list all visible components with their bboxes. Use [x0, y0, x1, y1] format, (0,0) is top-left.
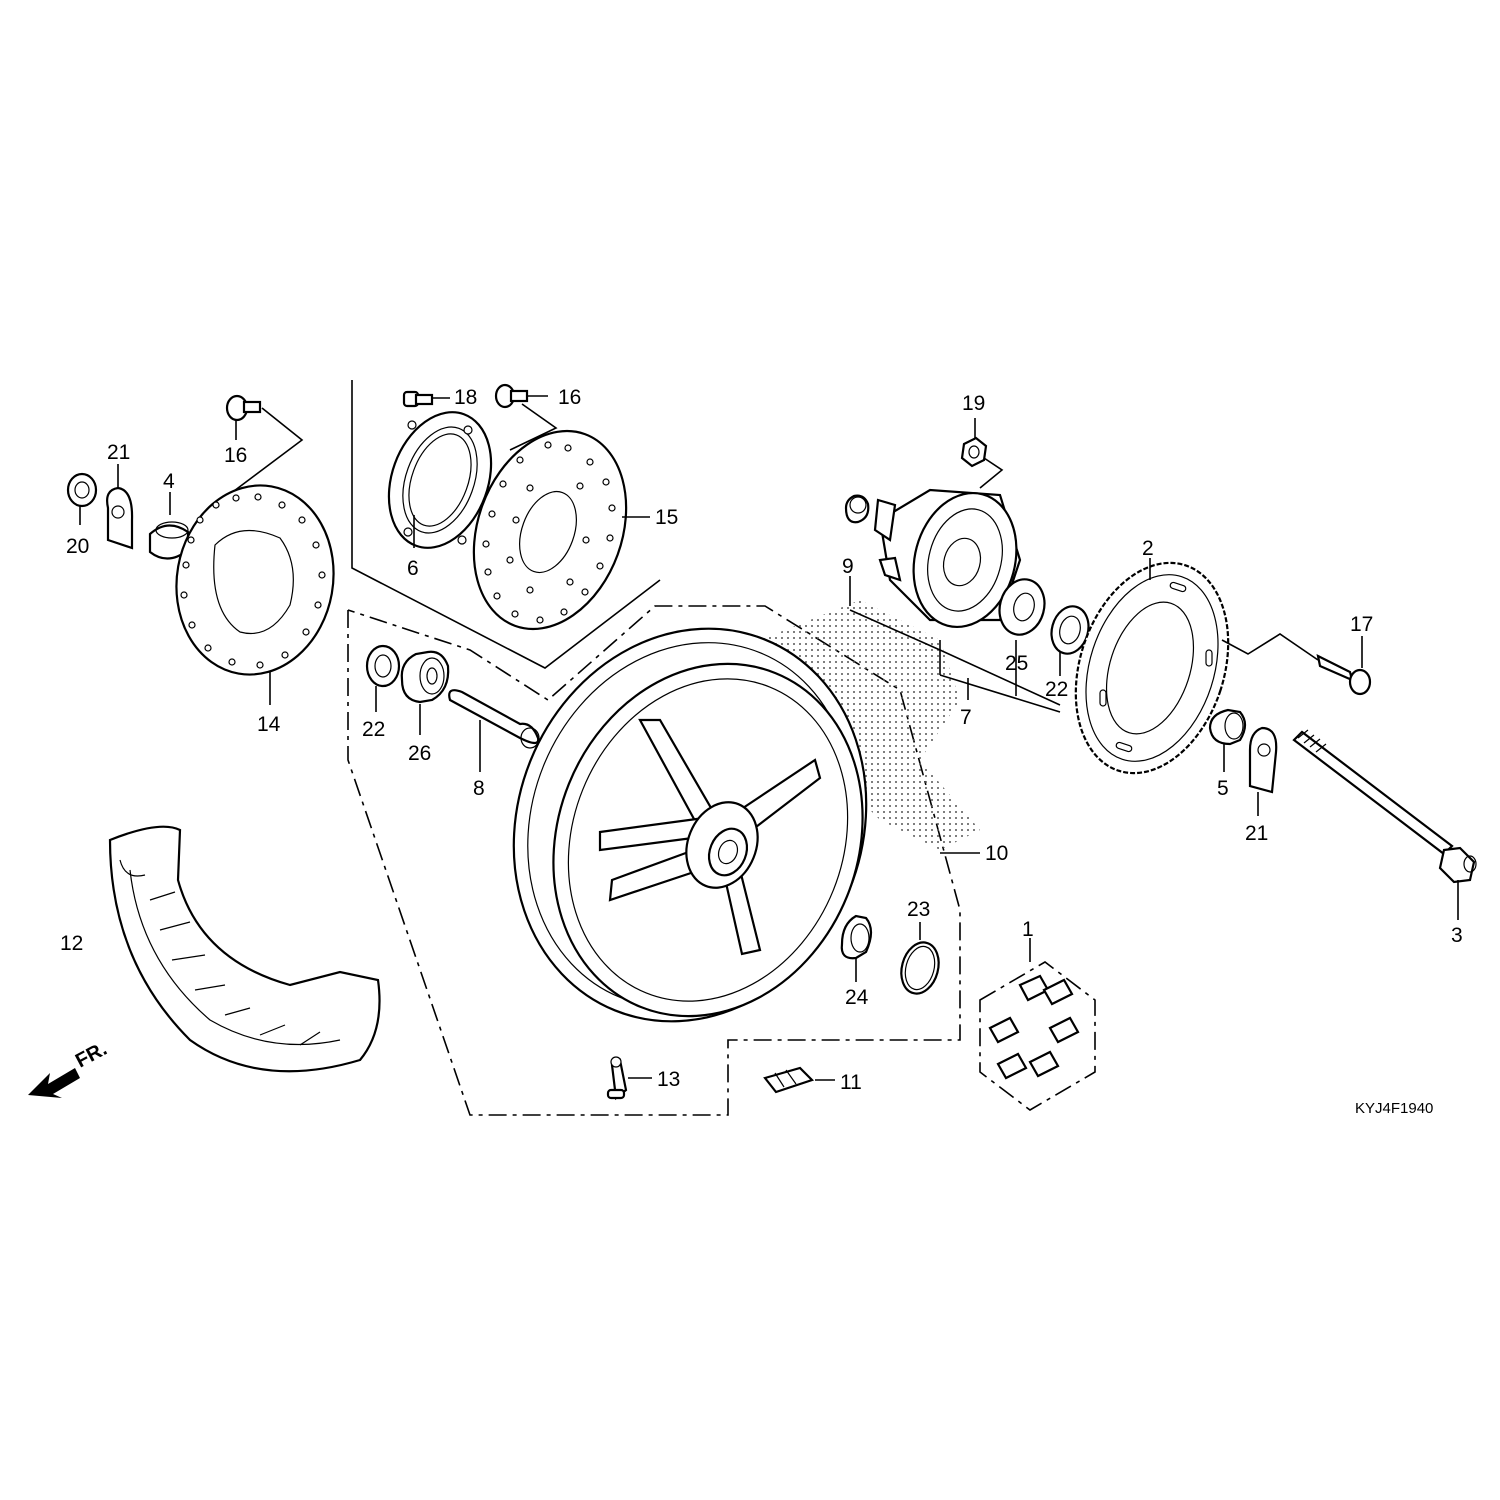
callout-3: 3 [1451, 924, 1463, 947]
bolt-part-18[interactable] [402, 390, 450, 408]
callout-9: 9 [842, 555, 854, 578]
hub-shading [760, 600, 980, 850]
callout-26: 26 [408, 742, 431, 765]
distance-collar-part-8[interactable] [448, 689, 540, 772]
callout-24: 24 [845, 986, 869, 1009]
balance-weight-part-11[interactable] [763, 1066, 835, 1094]
o-ring-part-23[interactable] [896, 922, 944, 998]
driven-flange-part-7[interactable] [849, 481, 1061, 713]
collar-part-24[interactable] [840, 914, 873, 982]
callout-19: 19 [962, 392, 985, 415]
collar-part-9[interactable] [844, 494, 870, 606]
callout-22-left: 22 [362, 718, 385, 741]
callout-25: 25 [1005, 652, 1028, 675]
dust-seal-part-22-right[interactable] [1046, 602, 1093, 676]
bolt-part-16-right[interactable] [494, 383, 558, 451]
bolt-part-17[interactable] [1316, 636, 1372, 696]
wheel-spokes [598, 718, 822, 956]
callout-21-right: 21 [1245, 822, 1268, 845]
callout-21-left: 21 [107, 441, 130, 464]
wheel-hub [685, 801, 759, 889]
damper-rubber-set-part-1[interactable] [979, 938, 1096, 1111]
rear-wheel-part-10[interactable] [456, 575, 980, 1075]
brake-disc-part-14[interactable] [162, 473, 349, 705]
callout-10: 10 [985, 842, 1008, 865]
bearing-part-25[interactable] [994, 574, 1051, 696]
callout-2: 2 [1142, 537, 1154, 560]
collar-part-4[interactable] [148, 492, 190, 560]
brake-disc-part-15[interactable] [447, 410, 652, 651]
disc-14-vent-holes [180, 493, 326, 669]
callout-8: 8 [473, 777, 485, 800]
sprocket-part-2[interactable] [1050, 543, 1319, 793]
callout-22-right: 22 [1045, 678, 1068, 701]
nut-part-19[interactable] [960, 418, 1004, 489]
adjuster-plate-part-21-left[interactable] [106, 464, 134, 550]
front-direction-arrow: FR. [28, 1038, 111, 1098]
tire-part-12[interactable] [108, 825, 381, 1073]
callout-6: 6 [407, 557, 419, 580]
nut-part-20[interactable] [66, 472, 98, 525]
bearing-part-26[interactable] [400, 650, 450, 735]
callout-12: 12 [60, 932, 83, 955]
valve-part-13[interactable] [606, 1056, 652, 1101]
callout-23: 23 [907, 898, 930, 921]
disc-group-outline [351, 380, 661, 669]
collar-part-5[interactable] [1208, 708, 1247, 772]
callout-5: 5 [1217, 777, 1229, 800]
adjuster-plate-part-21-right[interactable] [1248, 726, 1278, 816]
callout-16-right: 16 [558, 386, 581, 409]
bolt-part-16-left[interactable] [221, 394, 304, 501]
callout-13: 13 [657, 1068, 680, 1091]
callout-4: 4 [163, 470, 175, 493]
callout-7: 7 [960, 706, 972, 729]
callout-20: 20 [66, 535, 89, 558]
callout-labels: 1 2 3 4 5 6 7 8 9 10 11 12 13 14 15 16 1… [60, 386, 1463, 1094]
callout-18: 18 [454, 386, 477, 409]
axle-part-3[interactable] [1292, 729, 1477, 920]
diagram-code: KYJ4F1940 [1355, 1100, 1433, 1117]
callout-15: 15 [655, 506, 678, 529]
callout-1: 1 [1022, 918, 1034, 941]
pulser-ring-part-6[interactable] [371, 398, 509, 562]
dust-seal-part-22-left[interactable] [365, 644, 401, 712]
front-direction-label: FR. [72, 1038, 111, 1073]
wheel-group-outline [347, 605, 961, 1116]
callout-17: 17 [1350, 613, 1373, 636]
callout-11: 11 [840, 1071, 862, 1094]
callout-16-left: 16 [224, 444, 247, 467]
callout-14: 14 [257, 713, 281, 736]
disc-15-vent-holes [482, 441, 616, 624]
